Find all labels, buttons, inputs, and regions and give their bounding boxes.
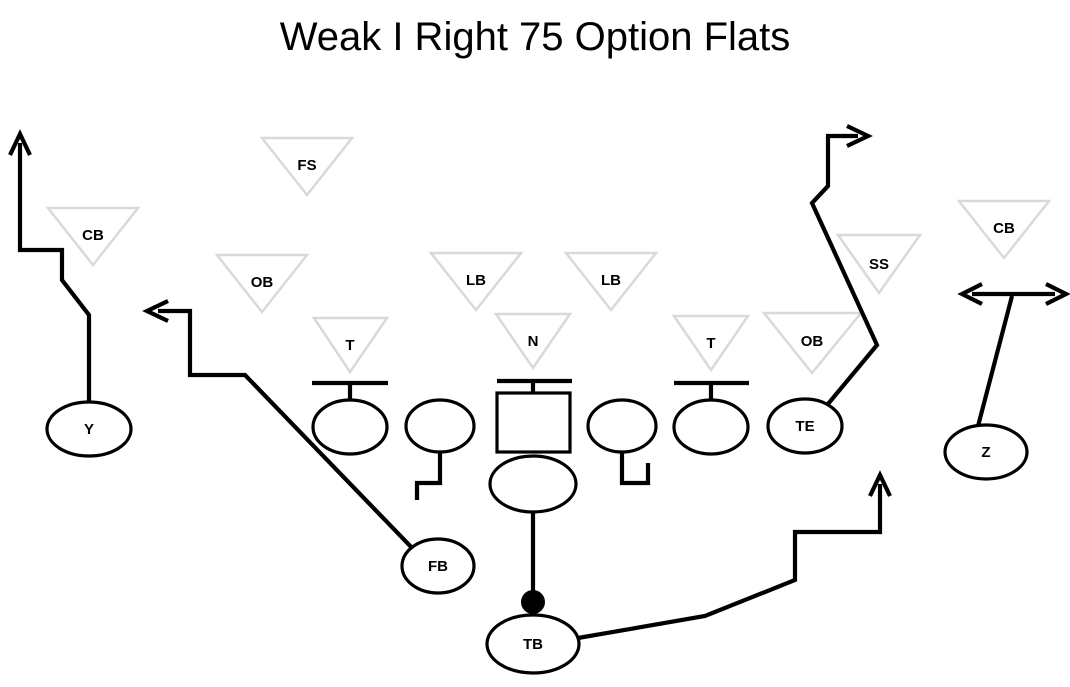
offense-z-receiver: Z — [943, 423, 1029, 481]
triangle-icon — [259, 136, 355, 198]
route-line — [158, 308, 418, 554]
route-qb-exchange — [521, 508, 545, 614]
player-ellipse — [943, 423, 1029, 481]
player-label: TE — [795, 418, 814, 435]
player-ellipse — [400, 537, 476, 595]
offense-y-receiver: Y — [45, 400, 133, 458]
offense-right-guard — [586, 398, 658, 454]
defender-label: T — [345, 337, 354, 354]
defender-dt-left: T — [311, 316, 390, 375]
player-ellipse — [311, 398, 389, 456]
defender-cb-right: CB — [956, 199, 1052, 261]
defender-label: T — [706, 335, 715, 352]
block-left-guard-hook — [414, 452, 443, 500]
defender-fs: FS — [259, 136, 355, 198]
triangle-icon — [493, 312, 573, 371]
defender-label: LB — [466, 272, 486, 289]
route-fullback — [142, 299, 418, 554]
block-right-guard-hook — [619, 452, 651, 486]
offense-group: Y TE Z FB — [45, 391, 1029, 675]
offense-center — [495, 391, 572, 454]
page-title: Weak I Right 75 Option Flats — [280, 15, 791, 59]
offense-left-tackle — [311, 398, 389, 456]
defender-label: FS — [297, 157, 316, 174]
player-ellipse — [45, 400, 133, 458]
offense-right-tackle — [672, 398, 750, 456]
defender-nose: N — [493, 312, 573, 371]
route-tight-end — [809, 124, 880, 406]
route-y-receiver — [8, 129, 92, 402]
offense-tailback: TB — [485, 613, 581, 675]
defender-label: SS — [869, 256, 889, 273]
player-label: FB — [428, 558, 448, 575]
handoff-dot-icon — [521, 590, 545, 614]
player-ellipse — [488, 454, 578, 514]
defender-label: CB — [82, 227, 104, 244]
arrowhead-icon — [846, 124, 873, 148]
triangle-icon — [311, 316, 390, 375]
route-line — [974, 295, 1015, 431]
player-square — [495, 391, 572, 454]
defender-ss: SS — [835, 233, 923, 296]
defender-lb-right: LB — [563, 251, 659, 313]
offense-tight-end: TE — [766, 397, 844, 455]
triangle-icon — [835, 233, 923, 296]
defender-ob-left: OB — [214, 253, 310, 315]
route-line — [17, 143, 92, 402]
defender-label: OB — [251, 274, 274, 291]
player-ellipse — [766, 397, 844, 455]
triangle-icon — [761, 311, 864, 375]
player-ellipse — [672, 398, 750, 456]
arrowhead-icon-left — [957, 282, 983, 306]
arrowhead-icon-right — [1045, 282, 1070, 306]
player-ellipse — [586, 398, 658, 454]
route-line — [577, 484, 883, 641]
defender-label: N — [528, 333, 539, 350]
defender-ob-right: OB — [761, 311, 864, 375]
route-line — [809, 133, 880, 406]
offense-left-guard — [404, 398, 476, 454]
defender-label: CB — [993, 220, 1015, 237]
offense-quarterback — [488, 454, 578, 514]
defender-dt-right: T — [671, 314, 751, 373]
player-ellipse — [404, 398, 476, 454]
blocking-group — [312, 378, 749, 500]
route-tailback — [577, 470, 892, 641]
offense-fullback: FB — [400, 537, 476, 595]
triangle-icon — [956, 199, 1052, 261]
triangle-icon — [671, 314, 751, 373]
arrowhead-icon — [8, 129, 32, 156]
player-label: TB — [523, 636, 543, 653]
triangle-icon — [214, 253, 310, 315]
triangle-icon — [45, 206, 141, 268]
player-label: Z — [981, 444, 990, 461]
triangle-icon — [563, 251, 659, 313]
arrowhead-icon — [142, 299, 169, 323]
player-ellipse — [485, 613, 581, 675]
route-z-receiver — [957, 282, 1070, 431]
defender-label: LB — [601, 272, 621, 289]
block-center — [497, 378, 572, 393]
triangle-icon — [428, 251, 524, 313]
routes-group — [8, 124, 1070, 641]
defender-label: OB — [801, 333, 824, 350]
arrowhead-icon — [868, 470, 892, 497]
defender-cb-left: CB — [45, 206, 141, 268]
defender-lb-left: LB — [428, 251, 524, 313]
player-label: Y — [84, 421, 94, 438]
defense-group: FS CB CB OB LB LB SS T — [45, 136, 1052, 375]
